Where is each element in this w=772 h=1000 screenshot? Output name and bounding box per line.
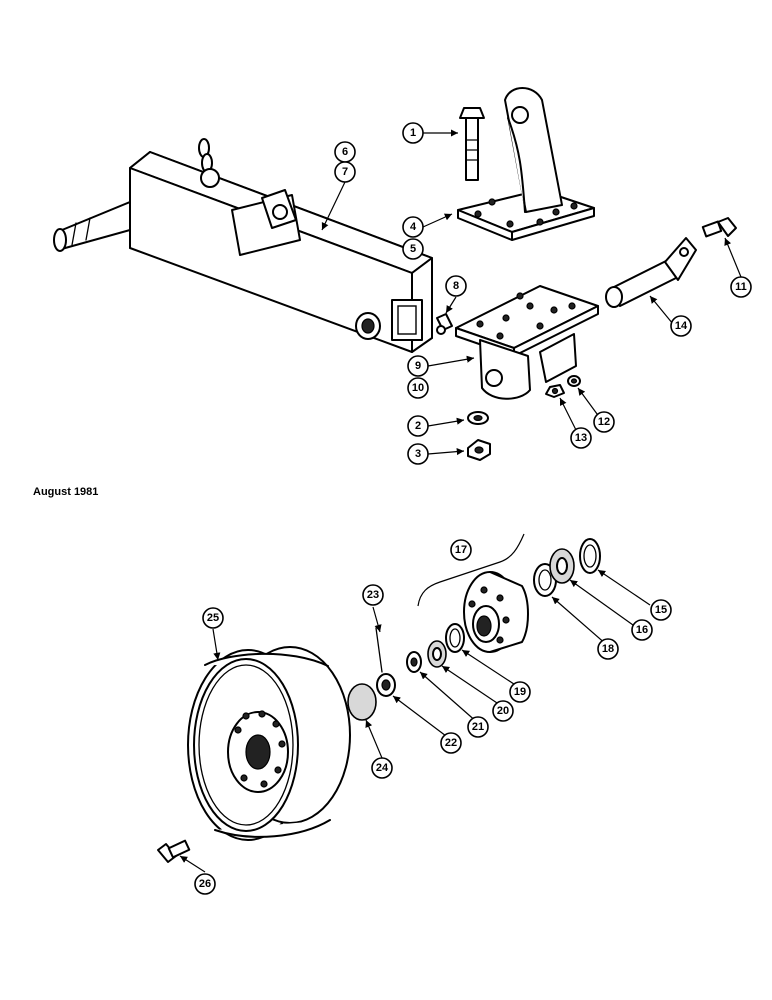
callout-7: 7 [334,161,356,183]
bearing-16 [549,548,575,584]
callout-14: 14 [670,315,692,337]
svg-text:17: 17 [455,544,467,556]
svg-text:9: 9 [415,360,421,372]
callout-12: 12 [593,411,615,433]
leader-lines [179,129,742,873]
svg-text:20: 20 [497,705,509,717]
callout-2: 2 [407,415,429,437]
callout-19: 19 [509,681,531,703]
svg-text:6: 6 [342,146,348,158]
callout-18: 18 [597,638,619,660]
svg-text:21: 21 [472,721,484,733]
wheel-bolt-26 [157,839,191,863]
bearing-cone-20 [427,640,447,668]
svg-text:5: 5 [410,243,416,255]
callout-17: 17 [450,539,472,561]
lock-washer-2 [467,411,489,425]
callout-15: 15 [650,599,672,621]
svg-text:13: 13 [575,432,587,444]
callout-1: 1 [402,122,424,144]
callout-16: 16 [631,619,653,641]
date-label: August 1981 [33,486,99,498]
hitch-pin [605,237,697,308]
bolt-11 [701,217,737,238]
bolt-1 [459,107,485,181]
wheel [187,646,351,841]
svg-text:14: 14 [675,320,688,332]
svg-text:3: 3 [415,448,421,460]
svg-text:16: 16 [636,624,648,636]
axle-beam [53,151,433,353]
upper-bracket [457,87,595,241]
washer-21 [406,651,422,673]
svg-text:19: 19 [514,686,526,698]
svg-text:10: 10 [412,382,424,394]
callout-3: 3 [407,443,429,465]
callout-10: 10 [407,377,429,399]
callout-22: 22 [440,732,462,754]
svg-text:15: 15 [655,604,667,616]
callout-6: 6 [334,141,356,163]
svg-text:1: 1 [410,127,416,139]
callout-4: 4 [402,216,424,238]
grease-fitting [436,313,453,335]
callout-24: 24 [371,757,393,779]
svg-text:11: 11 [735,281,747,293]
nut-13 [545,384,565,398]
svg-text:12: 12 [598,416,610,428]
hub-cap [347,683,377,721]
svg-text:4: 4 [410,221,417,233]
svg-text:2: 2 [415,420,421,432]
callout-9: 9 [407,355,429,377]
hex-nut-3 [467,439,491,461]
cotter-pin [375,627,383,673]
wheel-hub [463,571,529,653]
bearing-cup-15 [579,538,601,574]
svg-text:7: 7 [342,166,348,178]
callout-11: 11 [730,276,752,298]
svg-text:26: 26 [199,878,211,890]
callout-13: 13 [570,427,592,449]
nut-12 [567,375,581,387]
bearing-cup-19 [445,623,465,653]
svg-text:24: 24 [376,762,389,774]
callout-8: 8 [445,275,467,297]
svg-text:25: 25 [207,612,219,624]
svg-text:8: 8 [453,280,459,292]
lower-bracket [455,285,599,400]
callout-5: 5 [402,238,424,260]
castle-nut [376,673,396,697]
callout-26: 26 [194,873,216,895]
callout-20: 20 [492,700,514,722]
svg-text:22: 22 [445,737,457,749]
callout-21: 21 [467,716,489,738]
callout-25: 25 [202,607,224,629]
svg-text:18: 18 [602,643,614,655]
svg-text:23: 23 [367,589,379,601]
callout-23: 23 [362,584,384,606]
safety-chain [198,138,220,188]
